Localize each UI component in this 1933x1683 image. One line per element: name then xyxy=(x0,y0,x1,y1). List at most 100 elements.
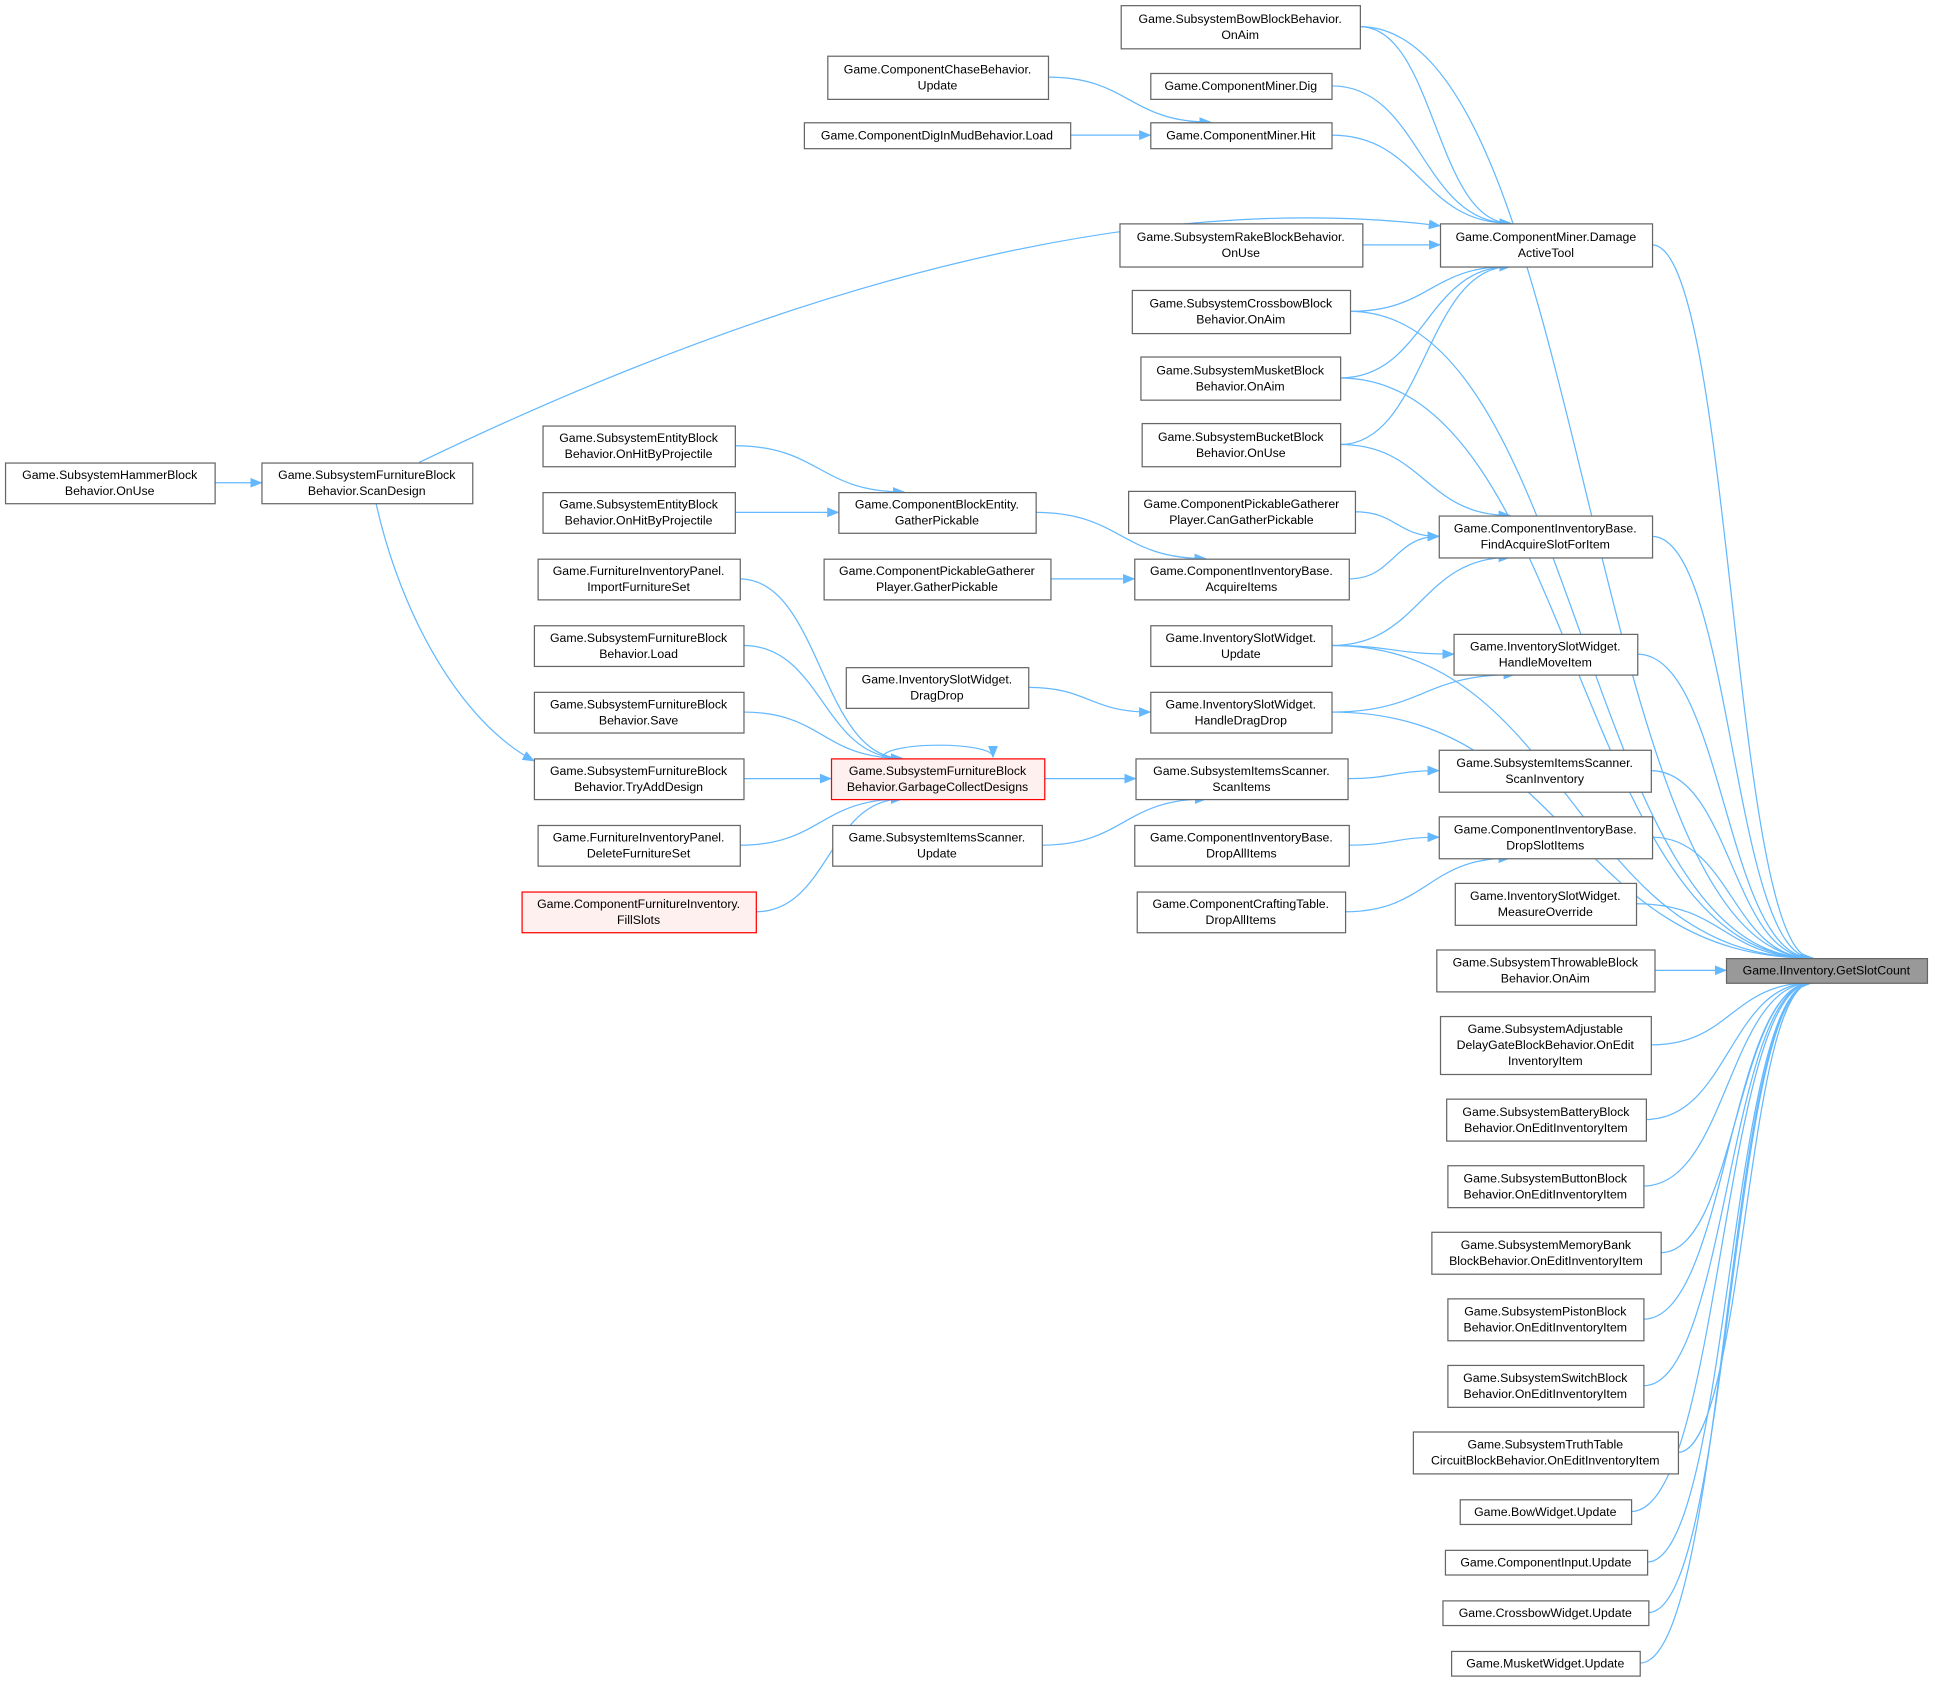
node-box[interactable] xyxy=(1135,758,1349,801)
node-minerDig[interactable]: Game.ComponentMiner.Dig xyxy=(1150,72,1333,100)
node-box[interactable] xyxy=(521,891,757,934)
node-box[interactable] xyxy=(1150,625,1333,668)
node-box[interactable] xyxy=(1439,1015,1652,1076)
node-box[interactable] xyxy=(1446,1098,1647,1142)
node-findSlot[interactable]: Game.ComponentInventoryBase.FindAcquireS… xyxy=(1438,515,1654,559)
node-box[interactable] xyxy=(1436,949,1656,993)
node-blockEntity[interactable]: Game.ComponentBlockEntity.GatherPickable xyxy=(838,492,1037,534)
node-handleDrag[interactable]: Game.InventorySlotWidget.HandleDragDrop xyxy=(1150,691,1333,734)
node-box[interactable] xyxy=(838,492,1037,534)
node-digMud[interactable]: Game.ComponentDigInMudBehavior.Load xyxy=(803,122,1072,150)
node-crossWidget[interactable]: Game.CrossbowWidget.Update xyxy=(1442,1600,1650,1627)
node-box[interactable] xyxy=(1450,1650,1641,1677)
node-bowOnAim[interactable]: Game.SubsystemBowBlockBehavior.OnAim xyxy=(1120,5,1361,50)
node-switch[interactable]: Game.SubsystemSwitchBlockBehavior.OnEdit… xyxy=(1447,1364,1645,1408)
node-box[interactable] xyxy=(832,824,1043,867)
node-box[interactable] xyxy=(1141,422,1342,468)
node-box[interactable] xyxy=(1447,1298,1645,1342)
node-box[interactable] xyxy=(1150,122,1333,150)
node-box[interactable] xyxy=(1134,824,1350,867)
node-box[interactable] xyxy=(1438,515,1654,559)
node-entity1[interactable]: Game.SubsystemEntityBlockBehavior.OnHitB… xyxy=(542,425,736,468)
node-box[interactable] xyxy=(803,122,1072,150)
node-box[interactable] xyxy=(1447,1364,1645,1408)
node-scanInv[interactable]: Game.SubsystemItemsScanner.ScanInventory xyxy=(1438,749,1652,793)
node-box[interactable] xyxy=(1140,356,1342,401)
node-box[interactable] xyxy=(1447,1165,1645,1209)
node-dropSlot[interactable]: Game.ComponentInventoryBase.DropSlotItem… xyxy=(1438,816,1654,860)
node-box[interactable] xyxy=(533,691,745,734)
node-box[interactable] xyxy=(533,625,745,668)
node-piston[interactable]: Game.SubsystemPistonBlockBehavior.OnEdit… xyxy=(1447,1298,1645,1342)
node-box[interactable] xyxy=(1725,957,1929,984)
node-delayGate[interactable]: Game.SubsystemAdjustableDelayGateBlockBe… xyxy=(1439,1015,1652,1076)
node-input[interactable]: Game.ComponentInput.Update xyxy=(1444,1549,1649,1576)
node-box[interactable] xyxy=(1134,558,1350,601)
node-deleteSet[interactable]: Game.FurnitureInventoryPanel.DeleteFurni… xyxy=(537,824,741,867)
node-entity2[interactable]: Game.SubsystemEntityBlockBehavior.OnHitB… xyxy=(542,492,736,534)
node-dropAll[interactable]: Game.ComponentInventoryBase.DropAllItems xyxy=(1134,824,1350,867)
node-box[interactable] xyxy=(1127,490,1357,534)
node-box[interactable] xyxy=(537,824,741,867)
node-rake[interactable]: Game.SubsystemRakeBlockBehavior.OnUse xyxy=(1119,223,1364,268)
node-canGather[interactable]: Game.ComponentPickableGathererPlayer.Can… xyxy=(1127,490,1357,534)
node-bowWidget[interactable]: Game.BowWidget.Update xyxy=(1459,1499,1633,1526)
node-memory[interactable]: Game.SubsystemMemoryBankBlockBehavior.On… xyxy=(1431,1231,1662,1275)
node-box[interactable] xyxy=(1442,1600,1650,1627)
node-box[interactable] xyxy=(1459,1499,1633,1526)
node-box[interactable] xyxy=(1119,223,1364,268)
node-furnLoad[interactable]: Game.SubsystemFurnitureBlockBehavior.Loa… xyxy=(533,625,745,668)
node-truth[interactable]: Game.SubsystemTruthTableCircuitBlockBeha… xyxy=(1412,1431,1680,1475)
node-box[interactable] xyxy=(1438,816,1654,860)
node-fillSlots[interactable]: Game.ComponentFurnitureInventory.FillSlo… xyxy=(521,891,757,934)
node-box[interactable] xyxy=(823,558,1052,601)
node-box[interactable] xyxy=(533,758,745,801)
node-scanItems[interactable]: Game.SubsystemItemsScanner.ScanItems xyxy=(1135,758,1349,801)
node-box[interactable] xyxy=(1439,223,1654,268)
node-box[interactable] xyxy=(542,425,736,468)
node-musketWidget[interactable]: Game.MusketWidget.Update xyxy=(1450,1650,1641,1677)
node-box[interactable] xyxy=(845,667,1030,709)
node-box[interactable] xyxy=(4,462,216,505)
node-box[interactable] xyxy=(1131,289,1352,335)
node-root[interactable]: Game.IInventory.GetSlotCount xyxy=(1725,957,1929,984)
node-button[interactable]: Game.SubsystemButtonBlockBehavior.OnEdit… xyxy=(1447,1165,1645,1209)
node-box[interactable] xyxy=(1120,5,1361,50)
node-throwable[interactable]: Game.SubsystemThrowableBlockBehavior.OnA… xyxy=(1436,949,1656,993)
node-box[interactable] xyxy=(1412,1431,1680,1475)
node-scannerUpd[interactable]: Game.SubsystemItemsScanner.Update xyxy=(832,824,1043,867)
node-box[interactable] xyxy=(830,758,1046,801)
node-box[interactable] xyxy=(537,558,741,601)
node-box[interactable] xyxy=(261,462,474,505)
node-box[interactable] xyxy=(542,492,736,534)
node-furnSave[interactable]: Game.SubsystemFurnitureBlockBehavior.Sav… xyxy=(533,691,745,734)
node-box[interactable] xyxy=(1431,1231,1662,1275)
node-box[interactable] xyxy=(827,55,1050,100)
node-measure[interactable]: Game.InventorySlotWidget.MeasureOverride xyxy=(1454,882,1638,926)
node-chaseUpd[interactable]: Game.ComponentChaseBehavior.Update xyxy=(827,55,1050,100)
node-box[interactable] xyxy=(1454,882,1638,926)
node-crossbow[interactable]: Game.SubsystemCrossbowBlockBehavior.OnAi… xyxy=(1131,289,1352,335)
node-box[interactable] xyxy=(1150,691,1333,734)
node-tryAdd[interactable]: Game.SubsystemFurnitureBlockBehavior.Try… xyxy=(533,758,745,801)
node-dragDrop[interactable]: Game.InventorySlotWidget.DragDrop xyxy=(845,667,1030,709)
node-slotUpdate[interactable]: Game.InventorySlotWidget.Update xyxy=(1150,625,1333,668)
node-garbage[interactable]: Game.SubsystemFurnitureBlockBehavior.Gar… xyxy=(830,758,1046,801)
node-minerHit[interactable]: Game.ComponentMiner.Hit xyxy=(1150,122,1333,150)
node-importSet[interactable]: Game.FurnitureInventoryPanel.ImportFurni… xyxy=(537,558,741,601)
node-battery[interactable]: Game.SubsystemBatteryBlockBehavior.OnEdi… xyxy=(1446,1098,1647,1142)
node-box[interactable] xyxy=(1444,1549,1649,1576)
node-gatherPlayer[interactable]: Game.ComponentPickableGathererPlayer.Gat… xyxy=(823,558,1052,601)
node-scanDesign[interactable]: Game.SubsystemFurnitureBlockBehavior.Sca… xyxy=(261,462,474,505)
node-box[interactable] xyxy=(1453,633,1639,676)
node-acquire[interactable]: Game.ComponentInventoryBase.AcquireItems xyxy=(1134,558,1350,601)
node-box[interactable] xyxy=(1150,72,1333,100)
node-box[interactable] xyxy=(1438,749,1652,793)
node-craftDrop[interactable]: Game.ComponentCraftingTable.DropAllItems xyxy=(1136,891,1347,934)
node-moveItem[interactable]: Game.InventorySlotWidget.HandleMoveItem xyxy=(1453,633,1639,676)
node-box[interactable] xyxy=(1136,891,1347,934)
